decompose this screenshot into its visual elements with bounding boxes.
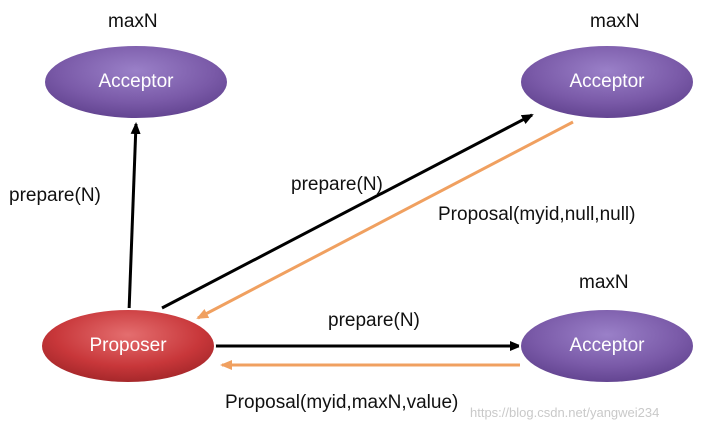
prepare-label-top-left: prepare(N) <box>9 185 101 206</box>
prepare-label-bottom-right: prepare(N) <box>328 310 420 331</box>
acceptor-top-right-maxn: maxN <box>590 11 640 32</box>
acceptor-bottom-right-label: Acceptor <box>569 335 645 356</box>
acceptor-node-top-right <box>519 44 695 120</box>
proposal-label-top-right: Proposal(myid,null,null) <box>438 204 636 225</box>
acceptor-top-left-label: Acceptor <box>98 71 174 92</box>
prepare-arrow-top-right <box>161 113 534 310</box>
acceptor-node-bottom-right <box>519 308 695 384</box>
prepare-arrow-top-left <box>127 122 141 313</box>
proposal-arrow-from-top-right <box>196 120 574 320</box>
acceptor-top-right-label: Acceptor <box>569 71 645 92</box>
acceptor-top-left-maxn: maxN <box>108 11 158 32</box>
prepare-label-top-right: prepare(N) <box>291 174 383 195</box>
acceptor-node-top-left <box>43 44 229 120</box>
proposer-node <box>40 308 216 384</box>
watermark: https://blog.csdn.net/yangwei234 <box>470 405 660 420</box>
proposal-label-bottom-right: Proposal(myid,maxN,value) <box>225 392 459 413</box>
proposer-label: Proposer <box>89 335 167 356</box>
acceptor-bottom-right-maxn: maxN <box>579 272 629 293</box>
